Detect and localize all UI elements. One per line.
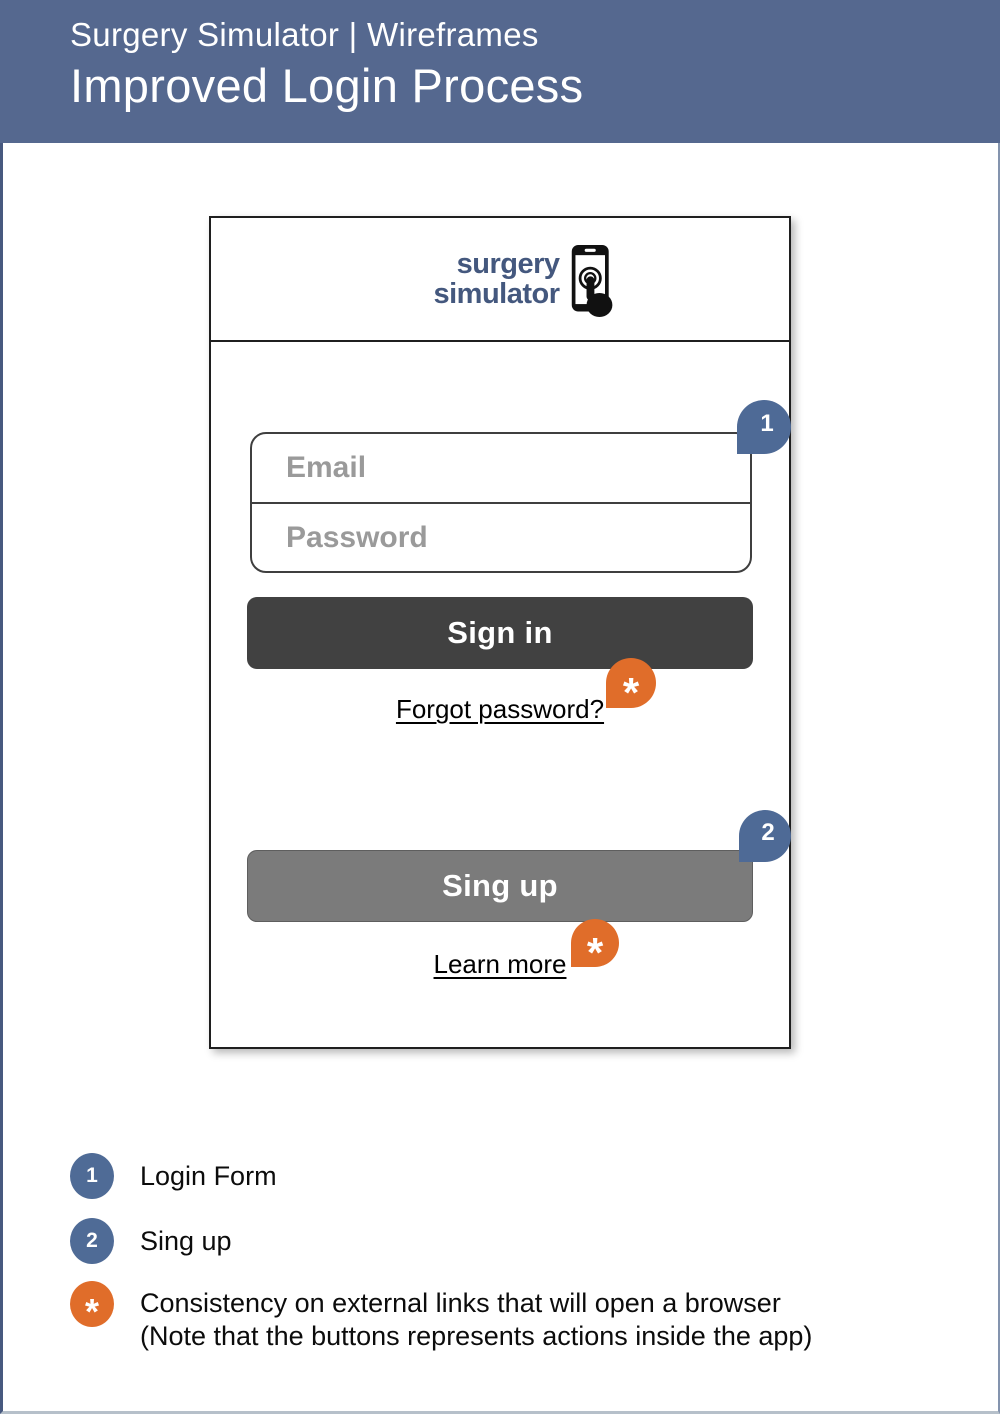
logo-line2: simulator (433, 278, 560, 310)
callout-marker-1: 1 (737, 400, 791, 454)
legend-item-login-form: 1 Login Form (70, 1153, 277, 1199)
learn-more-link[interactable]: Learn more (433, 949, 567, 979)
callout-marker-asterisk-forgot: * (606, 658, 656, 714)
sign-in-button[interactable]: Sign in (247, 597, 753, 669)
legend-marker-asterisk-label: * (84, 1291, 99, 1332)
legend-label-2: Sing up (140, 1226, 232, 1256)
email-field-row[interactable] (252, 434, 750, 502)
password-field[interactable] (286, 520, 706, 555)
header: Surgery Simulator | Wireframes Improved … (0, 0, 1000, 143)
legend-label-3-line1: Consistency on external links that will … (140, 1288, 781, 1318)
callout-1-label: 1 (760, 410, 774, 437)
page-title: Improved Login Process (70, 59, 584, 112)
legend-label-3: Consistency on external links that will … (140, 1281, 812, 1353)
phone-mockup: surgery simulator Sign in For (209, 216, 791, 1049)
legend-marker-2-label: 2 (86, 1229, 98, 1252)
legend-marker-2: 2 (70, 1218, 114, 1264)
phone-logo-header: surgery simulator (211, 218, 789, 342)
asterisk-label: * (622, 669, 640, 716)
legend-marker-asterisk: * (70, 1281, 114, 1332)
asterisk-label: * (586, 929, 604, 976)
sign-up-button[interactable]: Sing up (247, 850, 753, 922)
callout-marker-asterisk-learn: * (571, 919, 619, 974)
legend-item-asterisk-note: * Consistency on external links that wil… (70, 1281, 812, 1353)
legend-label-3-line2: (Note that the buttons represents action… (140, 1321, 813, 1351)
phone-tap-icon (571, 245, 612, 317)
legend-marker-1-label: 1 (86, 1164, 98, 1187)
header-subtitle: Surgery Simulator | Wireframes (70, 16, 539, 53)
email-field[interactable] (286, 451, 706, 485)
login-fields-group (250, 432, 752, 573)
logo: surgery simulator (433, 248, 560, 310)
legend-item-sing-up: 2 Sing up (70, 1218, 232, 1264)
callout-2-label: 2 (761, 819, 775, 846)
legend-label-1: Login Form (140, 1161, 277, 1191)
legend-marker-1: 1 (70, 1153, 114, 1199)
logo-line1: surgery (456, 248, 560, 280)
password-field-row[interactable] (252, 504, 750, 571)
field-divider (252, 502, 750, 504)
callout-marker-2: 2 (739, 810, 791, 862)
forgot-password-link[interactable]: Forgot password? (395, 694, 605, 724)
